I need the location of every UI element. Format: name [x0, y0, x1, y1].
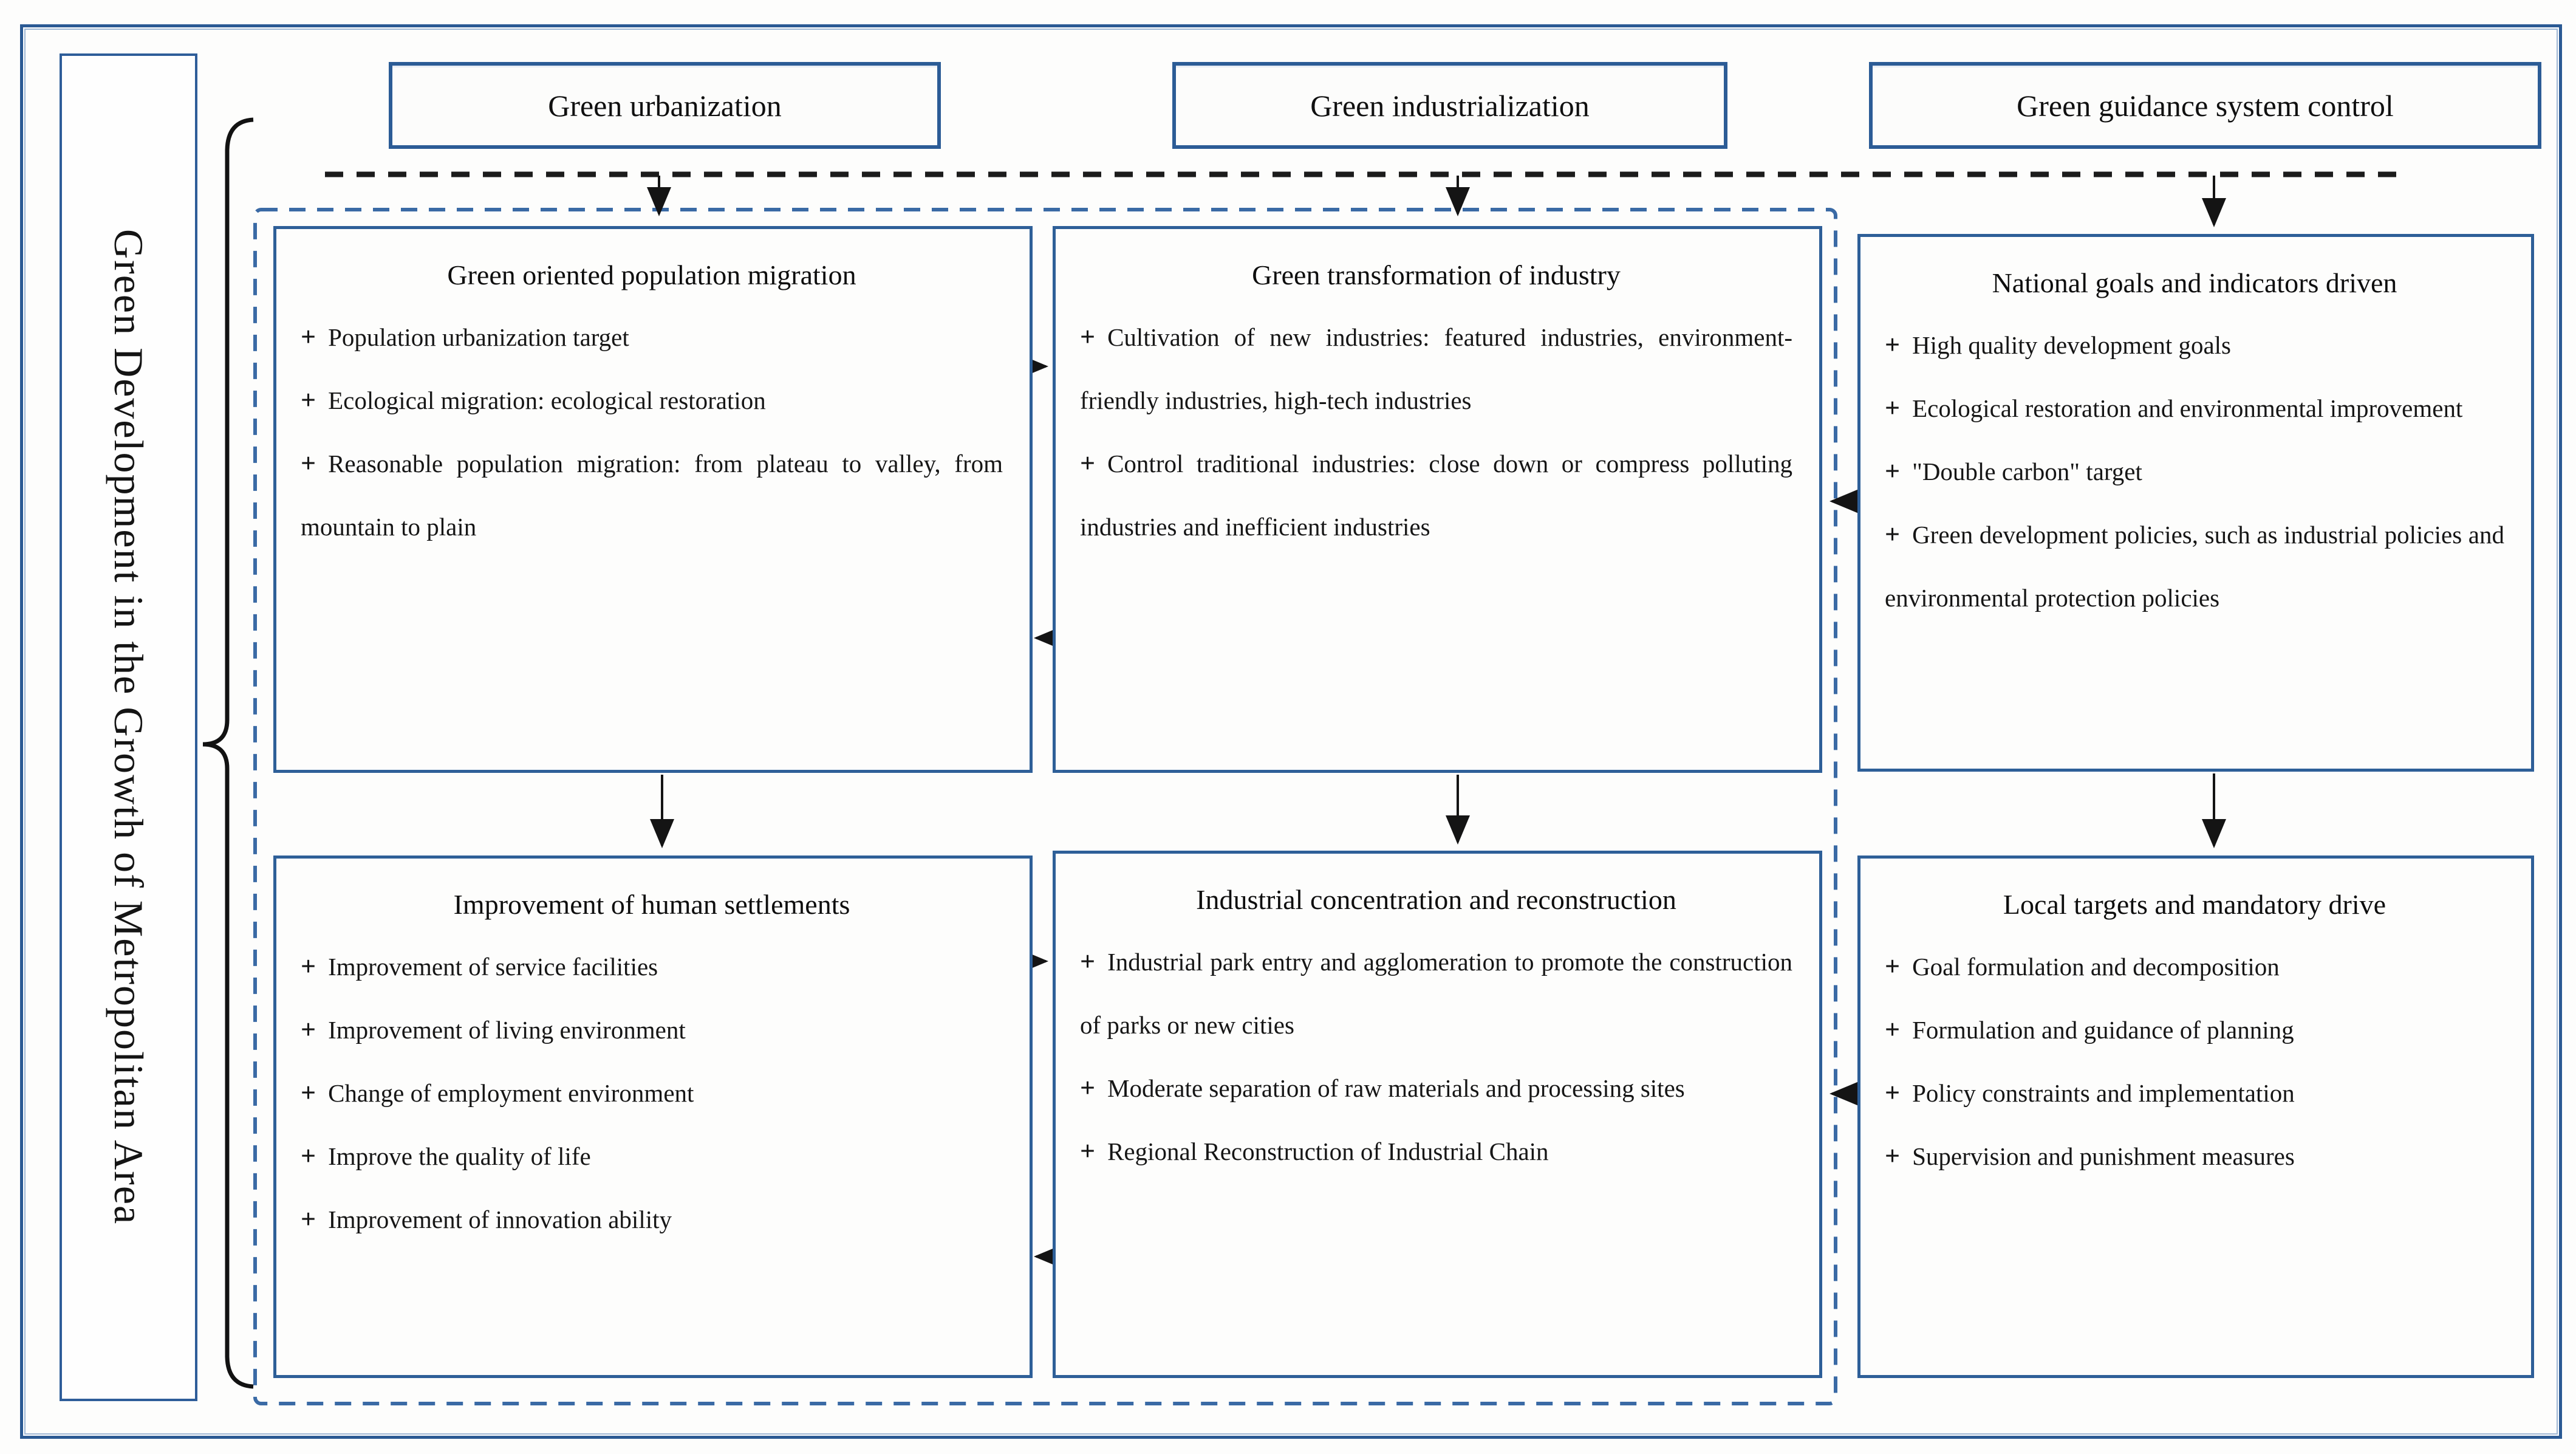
plus-bullet-icon: +	[1885, 952, 1901, 981]
bullet-text: Improvement of service facilities	[328, 953, 658, 981]
plus-bullet-icon: +	[301, 952, 316, 981]
bullet-text: Cultivation of new industries: featured …	[1080, 323, 1792, 414]
node-local-targets-and-mandatory-drive: Local targets and mandatory drive + Goal …	[1857, 856, 2534, 1378]
outer-frame-border	[20, 24, 2562, 1439]
node-title: National goals and indicators driven	[1992, 267, 2397, 298]
bullet-text: Improvement of living environment	[328, 1016, 686, 1044]
bullet-item: +Green development policies, such as ind…	[1885, 503, 2504, 629]
plus-bullet-icon: +	[1080, 322, 1096, 352]
node-green-transformation-of-industry: Green transformation of industry +Cultiv…	[1053, 226, 1822, 773]
bullet-text: High quality development goals	[1912, 331, 2232, 359]
bullet-item: + Improvement of living environment	[301, 998, 1003, 1061]
bullet-text: Moderate separation of raw materials and…	[1107, 1074, 1685, 1102]
plus-bullet-icon: +	[1080, 1136, 1096, 1166]
bullet-item: + Moderate separation of raw materials an…	[1080, 1057, 1792, 1120]
plus-bullet-icon: +	[1885, 1078, 1901, 1108]
plus-bullet-icon: +	[1885, 456, 1901, 486]
bullet-text: Control traditional industries: close do…	[1080, 450, 1792, 541]
node-green-oriented-population-migration: Green oriented population migration + Pop…	[273, 226, 1033, 773]
root-title-box: Green Development in the Growth of Metro…	[60, 53, 197, 1401]
bullet-item: + Improvement of innovation ability	[301, 1188, 1003, 1251]
plus-bullet-icon: +	[1885, 330, 1901, 360]
bullet-item: +Reasonable population migration: from p…	[301, 432, 1003, 558]
bullet-item: + Improvement of service facilities	[301, 935, 1003, 998]
plus-bullet-icon: +	[1885, 1141, 1901, 1171]
bullet-text: Industrial park entry and agglomeration …	[1080, 948, 1792, 1039]
bullet-item: + "Double carbon" target	[1885, 440, 2504, 503]
header-box-green-guidance-system-control: Green guidance system control	[1869, 62, 2541, 149]
plus-bullet-icon: +	[301, 448, 316, 478]
bullet-text: Change of employment environment	[328, 1079, 694, 1107]
plus-bullet-icon: +	[301, 322, 316, 352]
bullet-text: Regional Reconstruction of Industrial Ch…	[1107, 1137, 1549, 1165]
plus-bullet-icon: +	[1885, 520, 1901, 549]
bullet-text: Improvement of innovation ability	[328, 1205, 672, 1233]
header-box-green-industrialization: Green industrialization	[1172, 62, 1727, 149]
node-title: Green oriented population migration	[447, 259, 856, 290]
bullet-item: + Population urbanization target	[301, 306, 1003, 369]
header-label: Green guidance system control	[2017, 88, 2394, 123]
plus-bullet-icon: +	[301, 1204, 316, 1234]
bullet-text: Population urbanization target	[328, 323, 629, 351]
root-title-vertical-text: Green Development in the Growth of Metro…	[106, 229, 152, 1226]
bullet-text: Policy constraints and implementation	[1912, 1079, 2295, 1107]
bullet-list: + Population urbanization target + Ecologic…	[301, 306, 1003, 558]
bullet-item: + Change of employment environment	[301, 1061, 1003, 1125]
bullet-item: + Supervision and punishment measures	[1885, 1125, 2504, 1188]
bullet-item: + Policy constraints and implementation	[1885, 1061, 2504, 1125]
plus-bullet-icon: +	[301, 1141, 316, 1171]
node-title: Improvement of human settlements	[453, 889, 850, 920]
plus-bullet-icon: +	[1885, 1015, 1901, 1044]
node-title: Industrial concentration and reconstruct…	[1196, 884, 1676, 915]
bullet-item: + Regional Reconstruction of Industrial C…	[1080, 1120, 1792, 1183]
plus-bullet-icon: +	[1080, 448, 1096, 478]
plus-bullet-icon: +	[301, 1015, 316, 1044]
bullet-list: + Improvement of service facilities + Impro…	[301, 935, 1003, 1251]
header-box-green-urbanization: Green urbanization	[389, 62, 941, 149]
bullet-list: + Goal formulation and decomposition + Form…	[1885, 935, 2504, 1188]
node-title: Local targets and mandatory drive	[2003, 889, 2386, 920]
plus-bullet-icon: +	[1885, 393, 1901, 423]
bullet-text: "Double carbon" target	[1912, 458, 2142, 485]
bullet-text: Reasonable population migration: from pl…	[301, 450, 1003, 541]
bullet-item: +Cultivation of new industries: featured…	[1080, 306, 1792, 432]
bullet-text: Ecological migration: ecological restora…	[328, 386, 766, 414]
bullet-list: + High quality development goals + Ecologic…	[1885, 314, 2504, 629]
bullet-text: Goal formulation and decomposition	[1912, 953, 2280, 981]
bullet-item: + High quality development goals	[1885, 314, 2504, 377]
bullet-item: + Ecological restoration and environmenta…	[1885, 377, 2504, 440]
plus-bullet-icon: +	[301, 385, 316, 415]
header-label: Green industrialization	[1310, 88, 1590, 123]
node-improvement-of-human-settlements: Improvement of human settlements + Improv…	[273, 856, 1033, 1378]
bullet-item: + Improve the quality of life	[301, 1125, 1003, 1188]
bullet-item: +Industrial park entry and agglomeration…	[1080, 930, 1792, 1057]
plus-bullet-icon: +	[1080, 1073, 1096, 1103]
bullet-text: Green development policies, such as indu…	[1885, 521, 2504, 612]
bullet-item: +Control traditional industries: close d…	[1080, 432, 1792, 558]
bullet-text: Improve the quality of life	[328, 1142, 591, 1170]
bullet-text: Formulation and guidance of planning	[1912, 1016, 2294, 1044]
node-title: Green transformation of industry	[1252, 259, 1621, 290]
plus-bullet-icon: +	[301, 1078, 316, 1108]
header-label: Green urbanization	[548, 88, 782, 123]
bullet-text: Ecological restoration and environmental…	[1912, 394, 2463, 422]
node-national-goals-and-indicators-driven: National goals and indicators driven + Hi…	[1857, 234, 2534, 772]
bullet-item: + Ecological migration: ecological restor…	[301, 369, 1003, 432]
bullet-item: + Goal formulation and decomposition	[1885, 935, 2504, 998]
bullet-text: Supervision and punishment measures	[1912, 1142, 2295, 1170]
bullet-list: +Industrial park entry and agglomeration…	[1080, 930, 1792, 1183]
node-industrial-concentration-and-reconstruction: Industrial concentration and reconstruct…	[1053, 851, 1822, 1378]
plus-bullet-icon: +	[1080, 947, 1096, 976]
bullet-list: +Cultivation of new industries: featured…	[1080, 306, 1792, 558]
bullet-item: + Formulation and guidance of planning	[1885, 998, 2504, 1061]
